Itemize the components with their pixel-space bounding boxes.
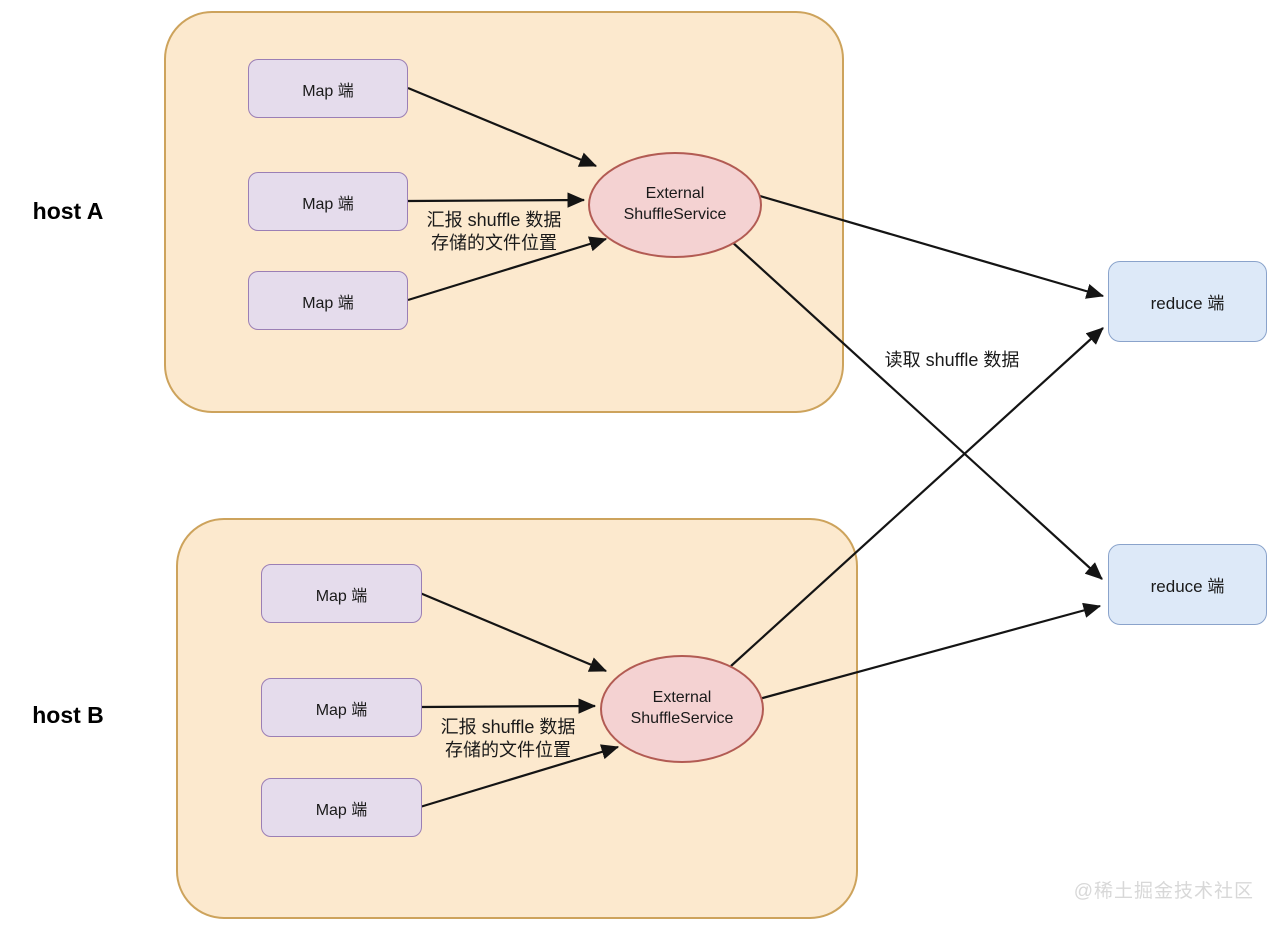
watermark: @稀土掘金技术社区 (1073, 881, 1254, 902)
read-shuffle-data-label: 读取 shuffle 数据 (884, 350, 1020, 370)
reduce-node-2: reduce 端 (1108, 544, 1267, 625)
hostA-map-node-3: Map 端 (248, 271, 408, 330)
hostB-shuffle-service-label-line2: ShuffleService (630, 710, 734, 727)
hostB-report-shuffle-label-line1: 汇报 shuffle 数据 (440, 717, 576, 737)
hostA-shuffle-service-label-line1: External (645, 185, 705, 203)
hostB-map-node-3: Map 端 (261, 778, 422, 837)
arrow-shuffleB-to-reduce1 (730, 327, 1104, 667)
hostB-shuffle-service-ellipse: External ShuffleService (600, 655, 764, 763)
host-b-label: host B (32, 702, 104, 728)
hostA-map-node-2: Map 端 (248, 172, 408, 231)
arrow-hostB-map2-to-shuffle (419, 698, 597, 714)
arrow-hostA-map2-to-shuffle (407, 192, 586, 208)
hostB-report-shuffle-label-line2: 存储的文件位置 (445, 740, 571, 760)
hostA-report-shuffle-label-line1: 汇报 shuffle 数据 (426, 210, 562, 230)
arrow-hostA-map3-to-shuffle (407, 236, 608, 302)
hostB-map-node-2: Map 端 (261, 678, 422, 737)
hostA-map-node-1: Map 端 (248, 59, 408, 118)
hostB-shuffle-service-label-line1: External (652, 689, 712, 707)
hostA-report-shuffle-label: 汇报 shuffle 数据 存储的文件位置 (405, 209, 583, 255)
arrow-hostB-map3-to-shuffle (419, 744, 620, 809)
arrow-hostA-map1-to-shuffle (407, 86, 598, 168)
hostA-report-shuffle-label-line2: 存储的文件位置 (431, 233, 557, 253)
reduce-node-1: reduce 端 (1108, 261, 1267, 342)
arrow-hostB-map1-to-shuffle (419, 591, 608, 673)
host-a-label: host A (32, 198, 104, 224)
arrow-shuffleA-to-reduce1 (752, 192, 1105, 299)
hostA-shuffle-service-ellipse: External ShuffleService (588, 152, 762, 258)
hostB-map-node-1: Map 端 (261, 564, 422, 623)
arrow-shuffleA-to-reduce2 (730, 240, 1103, 580)
hostA-shuffle-service-label-line2: ShuffleService (623, 206, 727, 223)
arrow-shuffleB-to-reduce2 (758, 602, 1102, 701)
hostB-report-shuffle-label: 汇报 shuffle 数据 存储的文件位置 (419, 716, 597, 762)
